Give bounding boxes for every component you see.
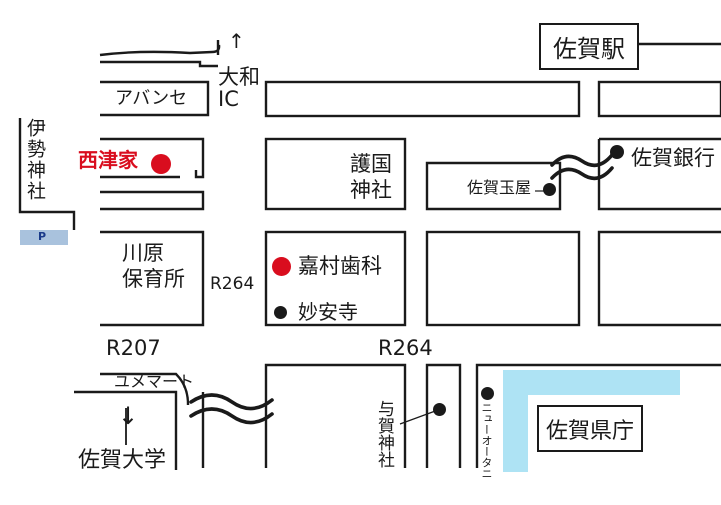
tamaya-label: 佐賀玉屋 (467, 178, 532, 197)
myoanji-label: 妙安寺 (298, 300, 358, 324)
up-arrow-icon: ↑ (228, 29, 245, 53)
yoga-shrine-marker-icon (433, 403, 446, 416)
hotel-marker-icon (481, 387, 494, 400)
yamato-ic-label: 大和 IC (218, 65, 260, 112)
r207-label: R207 (106, 336, 161, 360)
gokoku-shrine-label: 護国 神社 (350, 152, 392, 203)
saga-prefectural-office-label: 佐賀県庁 (545, 418, 634, 444)
yumemart-label: ユメマート (114, 372, 195, 391)
parking-icon: P (38, 230, 47, 243)
kamura-dental-marker-icon (272, 257, 291, 276)
abanse-label: アバンセ (115, 88, 188, 109)
down-arrow-icon: ↓ (118, 402, 139, 430)
r264-main-label: R264 (378, 336, 433, 360)
saga-station-box: 佐賀駅 (539, 23, 639, 70)
ise-shrine-label: 伊勢神社 (24, 118, 46, 202)
saga-bank-label: 佐賀銀行 (631, 146, 715, 170)
tamaya-marker-icon (543, 183, 556, 196)
r264-side-label: R264 (210, 274, 255, 294)
saga-bank-marker-icon (610, 145, 624, 159)
myoanji-marker-icon (274, 306, 287, 319)
yoga-shrine-label: 与賀神社 (374, 400, 394, 468)
kawahara-nursery-label: 川原 保育所 (122, 241, 185, 292)
saga-station-label: 佐賀駅 (553, 35, 625, 63)
nishitsuya-label: 西津家 (78, 148, 138, 172)
nishitsuya-marker-icon (151, 154, 171, 174)
hotel-new-otani-label: ニューオータニ (480, 402, 493, 479)
saga-prefectural-office-box: 佐賀県庁 (537, 405, 643, 452)
kamura-dental-label: 嘉村歯科 (298, 254, 382, 278)
saga-university-label: 佐賀大学 (78, 448, 167, 473)
